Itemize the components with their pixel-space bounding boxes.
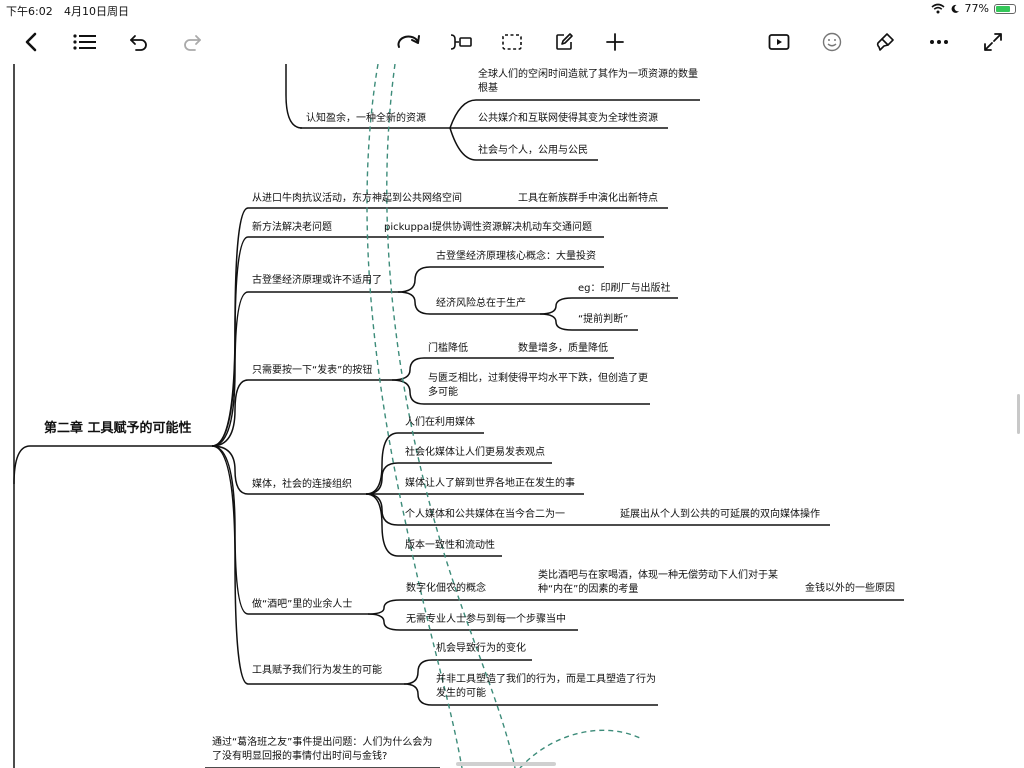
brush-icon[interactable] — [870, 28, 900, 56]
node-b4-child-2[interactable]: 与匮乏相比，过剩使得平均水平下跌，但创造了更多可能 — [428, 373, 648, 398]
insert-topic-icon[interactable] — [446, 28, 476, 56]
connector-b5-child-1 — [365, 432, 399, 495]
connector-b4-child-2 — [391, 379, 425, 405]
connector-b4-child-1 — [391, 357, 425, 381]
node-partial-top-child-1[interactable]: 全球人们的空闲时间造就了其作为一项资源的数量根基 — [478, 69, 698, 94]
connector-top-partial — [285, 64, 303, 129]
redo-icon[interactable] — [177, 28, 207, 56]
node-b4-child-1[interactable]: 门槛降低 — [428, 343, 468, 354]
scrollbar[interactable] — [1017, 394, 1020, 434]
node-next-root[interactable]: 通过“葛洛班之友”事件提出问题：人们为什么会为了没有明显回报的事情付出时间与金钱… — [212, 737, 433, 762]
toolbar — [0, 20, 1024, 64]
mindmap-canvas[interactable]: 认知盈余，一种全新的资源 全球人们的空闲时间造就了其作为一项资源的数量根基 公共… — [0, 64, 1024, 768]
node-b5-child-4[interactable]: 个人媒体和公共媒体在当今合二为一 — [405, 509, 565, 520]
connector-b5-child-5 — [365, 493, 399, 557]
node-partial-top[interactable]: 认知盈余，一种全新的资源 — [306, 113, 426, 124]
node-b6-grandchild-2[interactable]: 金钱以外的一些原因 — [805, 583, 895, 594]
moon-icon — [951, 4, 959, 13]
home-indicator[interactable] — [456, 762, 556, 766]
connector-branch-3 — [211, 291, 249, 447]
node-b3-child-1[interactable]: 古登堡经济原理核心概念：大量投资 — [436, 251, 596, 262]
mindmap-connectors — [13, 64, 904, 768]
emoji-icon[interactable] — [817, 28, 847, 56]
node-b5-child-3[interactable]: 媒体让人了解到世界各地正在发生的事 — [405, 478, 575, 489]
select-box-icon[interactable] — [497, 28, 527, 56]
connector-b5-child-2 — [365, 462, 399, 495]
root-connector — [13, 445, 31, 485]
battery-icon — [994, 3, 1016, 14]
add-icon[interactable] — [600, 28, 630, 56]
node-b3-grandchild-2[interactable]: “提前判断” — [578, 314, 629, 325]
connector-top-child-3 — [449, 127, 477, 161]
node-b5-child-5[interactable]: 版本一致性和流动性 — [405, 540, 495, 551]
node-b7-child-2[interactable]: 并非工具塑造了我们的行为，而是工具塑造了行为发生的可能 — [436, 674, 656, 699]
node-b1-child-1[interactable]: 工具在新族群手中演化出新特点 — [518, 193, 658, 204]
connector-b6-child-2 — [367, 613, 401, 631]
node-b5-child-1[interactable]: 人们在利用媒体 — [405, 417, 475, 428]
undo-icon[interactable] — [124, 28, 154, 56]
node-b3-grandchild-1[interactable]: eg：印刷厂与出版社 — [578, 283, 671, 294]
node-b2-child-1[interactable]: pickuppal提供协调性资源解决机动车交通问题 — [384, 222, 593, 233]
node-branch-7[interactable]: 工具赋予我们行为发生的可能 — [252, 665, 382, 676]
connector-b7-child-2 — [403, 683, 433, 706]
more-icon[interactable] — [924, 28, 954, 56]
status-date: 4月10日周日 — [64, 5, 129, 18]
node-partial-top-child-3[interactable]: 社会与个人，公用与公民 — [478, 145, 588, 156]
connector-b3-child-2 — [397, 291, 431, 315]
wifi-icon — [931, 3, 945, 14]
connector-top-child-1 — [449, 99, 477, 129]
connector-b3-child-1 — [397, 266, 431, 293]
fullscreen-icon[interactable] — [978, 28, 1008, 56]
connector-branch-7 — [211, 445, 249, 685]
redo-arrow-icon[interactable] — [394, 28, 424, 56]
node-b3-child-2[interactable]: 经济风险总在于生产 — [436, 298, 526, 309]
back-icon[interactable] — [16, 28, 46, 56]
node-branch-2[interactable]: 新方法解决老问题 — [252, 222, 332, 233]
node-b5-grandchild-1[interactable]: 延展出从个人到公共的可延展的双向媒体操作 — [620, 509, 820, 520]
outline-list-icon[interactable] — [70, 28, 100, 56]
node-root[interactable]: 第二章 工具赋予的可能性 — [44, 421, 192, 436]
node-b5-child-2[interactable]: 社会化媒体让人们更易发表观点 — [405, 447, 545, 458]
connector-branch-4 — [211, 379, 249, 447]
connector-branch-2 — [211, 236, 249, 447]
relationship-curve-3 — [519, 729, 641, 768]
node-b6-child-1[interactable]: 数字化佃农的概念 — [406, 583, 486, 594]
relationship-curve-2 — [386, 64, 516, 768]
status-time: 下午6:02 — [6, 5, 53, 18]
status-bar: 下午6:02 4月10日周日 77% — [0, 0, 1024, 20]
node-branch-3[interactable]: 古登堡经济原理或许不适用了 — [252, 275, 382, 286]
battery-fill — [996, 5, 1010, 12]
connector-branch-5 — [211, 445, 249, 495]
node-branch-6[interactable]: 做“酒吧”里的业余人士 — [252, 599, 353, 610]
edit-icon[interactable] — [549, 28, 579, 56]
node-b7-child-1[interactable]: 机会导致行为的变化 — [436, 643, 526, 654]
node-branch-5[interactable]: 媒体，社会的连接组织 — [252, 479, 352, 490]
connector-b3-grandchild-1 — [539, 297, 573, 315]
connector-b5-child-4 — [365, 493, 399, 526]
node-partial-top-child-2[interactable]: 公共媒介和互联网使得其变为全球性资源 — [478, 113, 658, 124]
node-b6-grandchild-1[interactable]: 类比酒吧与在家喝酒，体现一种无偿劳动下人们对于某种“内在”的因素的考量 — [538, 570, 778, 595]
node-b6-child-2[interactable]: 无需专业人士参与到每一个步骤当中 — [406, 614, 566, 625]
connector-b6-child-1 — [367, 599, 401, 615]
node-branch-4[interactable]: 只需要按一下“发表”的按钮 — [252, 365, 373, 376]
status-right: 77% — [931, 2, 1016, 15]
node-b4-grandchild-1[interactable]: 数量增多，质量降低 — [518, 343, 608, 354]
connector-branch-6 — [211, 445, 249, 615]
battery-percent: 77% — [964, 2, 989, 15]
relationship-curve-1 — [366, 64, 463, 768]
connector-b3-grandchild-2 — [539, 313, 573, 331]
node-branch-1[interactable]: 从进口牛肉抗议活动，东方神起到公共网络空间 — [252, 193, 462, 204]
connector-b7-child-1 — [403, 659, 433, 685]
present-icon[interactable] — [764, 28, 794, 56]
